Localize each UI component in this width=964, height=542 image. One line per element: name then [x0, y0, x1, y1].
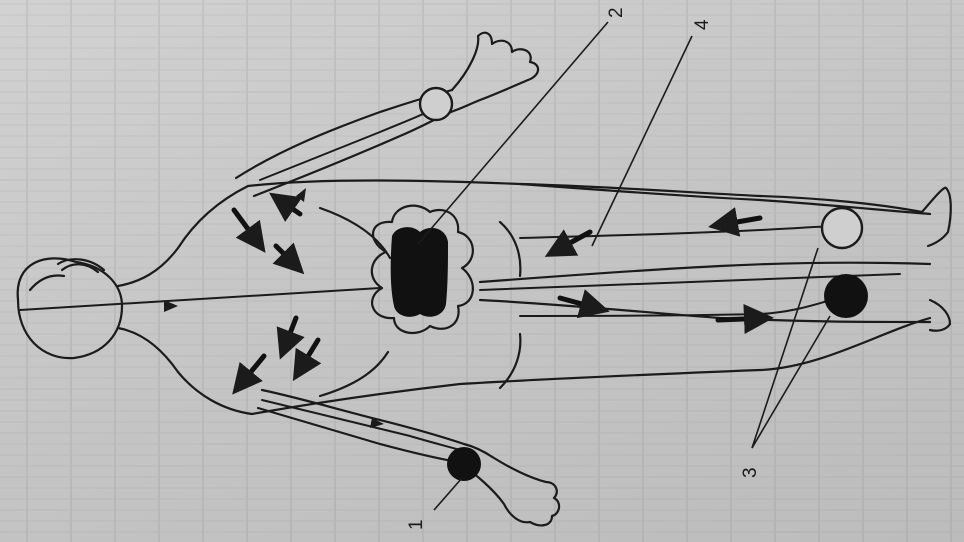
- marker-knee-open: [822, 208, 862, 248]
- flow-arrow-leg-top-1: [550, 232, 590, 254]
- leader-line-3b: [752, 316, 830, 448]
- flow-arrow-chest-bottom-1: [236, 356, 264, 390]
- vessel-arm-bottom: [262, 400, 460, 450]
- abdomen-contour: [500, 222, 520, 388]
- flow-arrow-neck: [164, 300, 178, 312]
- leg-top: [520, 184, 930, 214]
- foot-top: [922, 188, 951, 246]
- label-4: 4: [692, 19, 713, 30]
- leader-line-2: [418, 22, 608, 244]
- marker-knee-filled: [824, 274, 868, 318]
- flow-arrow-leg-bottom-1: [560, 298, 604, 310]
- vessel-arm-top: [260, 108, 436, 180]
- hair: [30, 259, 104, 290]
- chest-contour: [320, 208, 390, 396]
- vessel-leg-top: [520, 226, 840, 238]
- flow-arrow-leg-top-2: [714, 218, 760, 226]
- leader-line-1: [434, 478, 462, 510]
- forearm-top: [254, 110, 456, 196]
- leader-line-4: [592, 36, 692, 246]
- heart-core: [391, 227, 448, 317]
- hand-top: [452, 33, 538, 110]
- marker-wrist-filled: [447, 447, 481, 481]
- foot-bottom: [930, 300, 950, 331]
- vessel-neck-to-heart: [20, 288, 380, 310]
- flow-arrow-chest-top-1: [234, 210, 262, 248]
- flow-arrow-chest-top-2: [276, 246, 300, 270]
- label-1: 1: [406, 519, 427, 530]
- body-outline-bottom: [118, 318, 930, 414]
- label-3: 3: [740, 467, 761, 478]
- flow-arrow-leg-bottom-2: [718, 318, 768, 320]
- upper-arm-bottom: [258, 408, 458, 462]
- flow-arrow-chest-bottom-3: [296, 340, 318, 376]
- flow-arrow-arm-top: [296, 188, 306, 202]
- leg-divider: [480, 263, 930, 282]
- label-2: 2: [606, 7, 627, 18]
- flow-arrow-chest-bottom-2: [282, 318, 296, 354]
- marker-wrist-open: [420, 88, 452, 120]
- flow-arrow-chest-top-3: [274, 196, 300, 214]
